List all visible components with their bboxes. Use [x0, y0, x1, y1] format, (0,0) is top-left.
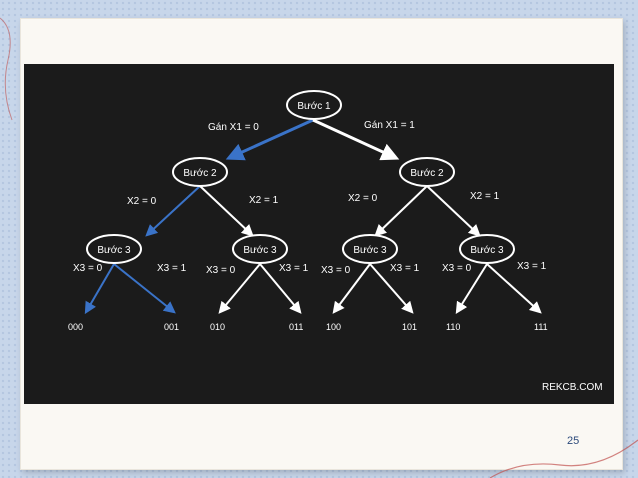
node-l2-right: Bước 2 [399, 157, 455, 187]
edge-l2-3 [426, 185, 481, 237]
watermark: REKCB.COM [542, 382, 603, 393]
edge-label-x3-5: X3 = 1 [390, 263, 420, 274]
edge-l3-4 [332, 263, 371, 314]
edge-label-x3-7: X3 = 1 [517, 261, 547, 272]
edge-root-left [225, 118, 314, 161]
edge-label-x3-3: X3 = 1 [279, 263, 309, 274]
edge-label-x2-2: X2 = 0 [348, 193, 378, 204]
node-l3-1: Bước 3 [232, 234, 288, 264]
leaf-010: 010 [210, 322, 225, 332]
page-number: 25 [567, 435, 580, 447]
edge-label-x3-2: X3 = 0 [206, 265, 236, 276]
diagram-board [24, 64, 614, 404]
node-label: Bước 2 [410, 168, 444, 179]
edge-label-x3-1: X3 = 1 [157, 263, 187, 274]
node-l3-3: Bước 3 [459, 234, 515, 264]
edge-l3-6 [455, 263, 488, 315]
leaf-011: 011 [289, 322, 303, 332]
leaf-101: 101 [402, 322, 417, 332]
edge-l2-1 [199, 185, 254, 237]
node-root: Bước 1 [286, 90, 342, 120]
node-label: Bước 3 [97, 245, 131, 256]
node-l3-0: Bước 3 [86, 234, 142, 264]
edge-l2-2 [374, 185, 428, 237]
leaf-110: 110 [446, 322, 460, 332]
node-l3-2: Bước 3 [342, 234, 398, 264]
node-label: Bước 2 [183, 168, 217, 179]
leaf-001: 001 [164, 322, 179, 332]
binary-tree-diagram: Bước 1 Bước 2 Bước 2 Bước 3 Bước 3 Bước … [68, 90, 603, 393]
leaf-000: 000 [68, 322, 83, 332]
edge-l2-0 [145, 185, 201, 237]
node-l2-left: Bước 2 [172, 157, 228, 187]
edge-label-x3-4: X3 = 0 [321, 265, 351, 276]
edge-l3-2 [218, 263, 261, 314]
edge-l3-3 [259, 263, 302, 314]
leaf-100: 100 [326, 322, 341, 332]
edge-label-x1-1: Gán X1 = 1 [364, 120, 415, 131]
node-label: Bước 3 [353, 245, 387, 256]
node-label: Bước 3 [470, 245, 504, 256]
edge-l3-5 [369, 263, 414, 314]
leaf-111: 111 [534, 322, 548, 332]
edge-l3-0 [84, 263, 115, 315]
edge-l3-7 [486, 263, 542, 314]
edge-root-right [312, 118, 400, 161]
node-label: Bước 3 [243, 245, 277, 256]
edge-label-x2-1: X2 = 1 [249, 195, 279, 206]
edge-l3-1 [113, 263, 176, 314]
edge-label-x3-0: X3 = 0 [73, 263, 103, 274]
edge-label-x3-6: X3 = 0 [442, 263, 472, 274]
edge-label-x2-3: X2 = 1 [470, 191, 500, 202]
edge-label-x2-0: X2 = 0 [127, 196, 157, 207]
edge-label-x1-0: Gán X1 = 0 [208, 122, 259, 133]
node-label: Bước 1 [297, 101, 331, 112]
